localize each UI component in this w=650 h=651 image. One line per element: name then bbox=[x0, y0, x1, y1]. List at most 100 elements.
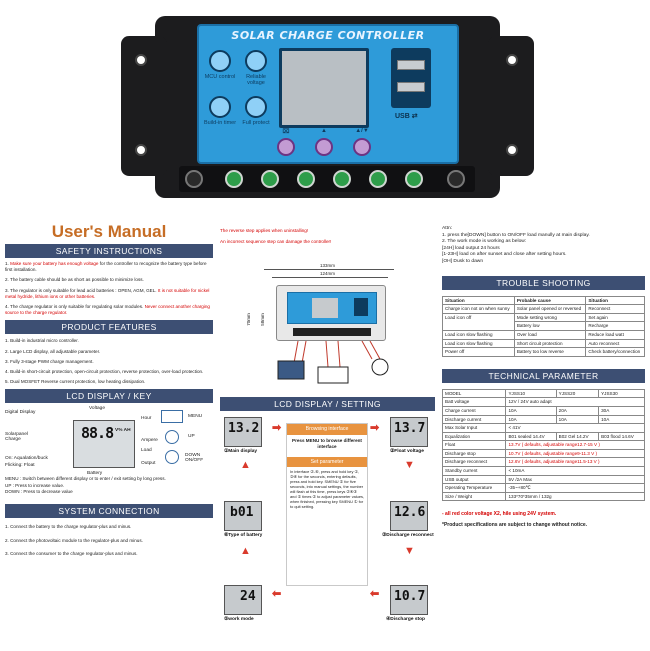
feature-item: 1. Build-in industrial micro controller. bbox=[5, 338, 79, 344]
feature-item: 5. Dual MOSFET Reverse current protectio… bbox=[5, 379, 146, 385]
warning-sequence: An incorrect sequence step can damage th… bbox=[220, 239, 332, 245]
down-key-icon bbox=[165, 450, 179, 465]
table-cell: Discharge reconnect bbox=[441, 457, 507, 468]
attn-line: [1-23H] load on after sunset and close a… bbox=[442, 252, 567, 258]
key-label: Full protect bbox=[242, 120, 270, 126]
panel-title: SOLAR CHARGE CONTROLLER bbox=[231, 29, 425, 42]
up-button[interactable] bbox=[315, 138, 333, 156]
table-cell: 10A bbox=[555, 414, 600, 425]
table-cell: YJSS20 bbox=[555, 388, 600, 399]
label-up: UP bbox=[188, 434, 195, 440]
table-cell: B01 sealed 14.4V bbox=[505, 431, 557, 442]
screen-value: b01 bbox=[230, 505, 254, 521]
table-cell: YJSS10 bbox=[505, 388, 557, 399]
terminal-screw bbox=[405, 170, 423, 188]
table-cell: MODEL bbox=[441, 388, 507, 399]
feature-item: 3. Fully 3-stage PWM charge management. bbox=[5, 358, 94, 364]
table-cell: 30A bbox=[598, 405, 645, 416]
screen-value: 13.7 bbox=[394, 421, 426, 437]
table-row: Size / Weight 133*70*35mm / 132g bbox=[441, 491, 645, 502]
usb-port[interactable] bbox=[397, 82, 425, 92]
browse-heading: Browsing interface bbox=[287, 424, 367, 435]
down-button[interactable] bbox=[353, 138, 371, 156]
lcd-digits: 88.8 bbox=[81, 424, 114, 443]
wire bbox=[361, 341, 373, 360]
label-hour: Hour bbox=[141, 416, 152, 422]
terminal-block bbox=[179, 166, 475, 192]
text: adjustable range12.7-15 V ) bbox=[543, 442, 600, 448]
battery-icon bbox=[317, 366, 349, 384]
label-solarpanel: Solarpanel Charge bbox=[5, 432, 28, 443]
table-cell: Discharge stop bbox=[441, 448, 507, 459]
lcd-screen-mini bbox=[224, 585, 262, 616]
table-cell: 13.7V ( defaults, adjustable range12.7-1… bbox=[505, 440, 645, 450]
table-cell: Load icon off bbox=[442, 312, 515, 331]
section-heading: LCD DISPLAY / SETTING bbox=[220, 397, 435, 412]
table-cell: < 10mA bbox=[505, 466, 645, 476]
lcd-screen-mini bbox=[390, 585, 428, 616]
section-heading: PRODUCT FEATURES bbox=[5, 320, 213, 335]
screen-caption: ①Main display bbox=[224, 449, 258, 455]
wire bbox=[293, 341, 299, 364]
feature-item: 2. Large LCD display, all adjustable par… bbox=[5, 348, 101, 354]
table-cell: 5V /2A Max bbox=[505, 474, 645, 485]
terminal-screw bbox=[333, 170, 351, 188]
label-voltage: Voltage bbox=[89, 406, 106, 412]
table-cell: Reduce load watt bbox=[585, 329, 645, 340]
set-text: In interface ②-⑥, press and hold key ①, … bbox=[290, 469, 365, 510]
screw-hole bbox=[506, 144, 518, 156]
screen-value: 24 bbox=[240, 589, 256, 605]
warning-reverse: The reverse step applies when uninstalli… bbox=[220, 228, 309, 233]
section-heading: TROUBLE SHOOTING bbox=[442, 275, 645, 290]
lcd-setting-flow: 13.2 ①Main display ▲ b01 ⑥Type of batter… bbox=[220, 411, 435, 629]
section-heading: SAFETY INSTRUCTIONS bbox=[5, 244, 213, 258]
gear-icon bbox=[245, 50, 267, 72]
usb-port[interactable] bbox=[397, 60, 425, 70]
mounting-ear-left bbox=[121, 36, 167, 176]
table-cell: Load icon slow flashing bbox=[442, 329, 515, 340]
key-notes: MENU : Switch between different display … bbox=[5, 476, 213, 495]
table-row: Load icon slow flashing Over load Reduce… bbox=[442, 329, 645, 340]
usb-label: USB ⇄ bbox=[395, 113, 418, 120]
panel-outline bbox=[287, 292, 377, 325]
lcd-screen-mini bbox=[224, 417, 262, 448]
user-manual: User's Manual SAFETY INSTRUCTIONS 1. Mak… bbox=[0, 214, 650, 651]
manual-column-middle: The reverse step applies when uninstalli… bbox=[220, 214, 435, 629]
features-list: 1. Build-in industrial micro controller.… bbox=[5, 338, 213, 385]
screen-caption: ⑥Type of battery bbox=[224, 533, 263, 539]
table-cell: Check battery/connection bbox=[585, 347, 645, 357]
label-output: Output bbox=[141, 461, 156, 467]
text: 4. The charge regulator is only suitable… bbox=[5, 304, 144, 310]
lock-icon bbox=[245, 96, 267, 118]
table-cell: Charge icon not on when sunny bbox=[442, 304, 515, 314]
label-down: DOWN ON/OFF bbox=[185, 453, 204, 464]
controller-outline bbox=[276, 285, 386, 342]
terminal-screw bbox=[369, 170, 387, 188]
usb-outline bbox=[354, 298, 368, 317]
safety-item: 2. The battery cable should be as short … bbox=[5, 277, 144, 283]
table-header-row: Situation Probable cause Situation bbox=[442, 295, 645, 306]
table-cell: Float bbox=[441, 440, 507, 450]
section-heading: TECHNICAL PARAMETER bbox=[442, 368, 645, 383]
attn-line: 1. press the[DOWN] button to ON/OFF load… bbox=[442, 232, 590, 238]
menu-button[interactable] bbox=[277, 138, 295, 156]
button-cap: ▲/▼ bbox=[355, 128, 369, 134]
system-item: 1. Connect the battery to the charge reg… bbox=[5, 524, 132, 530]
table-cell: Reconnect bbox=[585, 304, 645, 314]
table-cell: Solar panel opened or reversed bbox=[513, 304, 587, 314]
table-cell: Auto reconnect bbox=[585, 338, 645, 349]
section-heading: LCD DISPLAY / KEY bbox=[5, 389, 213, 404]
label-ampere: Ampere bbox=[141, 438, 158, 444]
terminal-screw bbox=[225, 170, 243, 188]
manual-title: User's Manual bbox=[51, 222, 167, 241]
dim-height-inner: 58mm bbox=[259, 313, 265, 327]
text: 10.7V ( defaults, bbox=[508, 450, 544, 456]
table-row: Operating Temperature -35~+80℃ bbox=[441, 483, 645, 493]
feature-item: 4. Build-in short-circuit protection, op… bbox=[5, 369, 204, 375]
table-row: Charge icon not on when sunny Solar pane… bbox=[442, 304, 645, 314]
text-red: Make sure your battery has enough voltag… bbox=[10, 261, 99, 266]
footnote-specs: *Product specifications are subject to c… bbox=[442, 521, 588, 528]
table-row: Charge current 10A 20A 30A bbox=[441, 405, 645, 416]
wire bbox=[301, 341, 307, 364]
screen-caption: ②Float voltage bbox=[390, 449, 424, 455]
